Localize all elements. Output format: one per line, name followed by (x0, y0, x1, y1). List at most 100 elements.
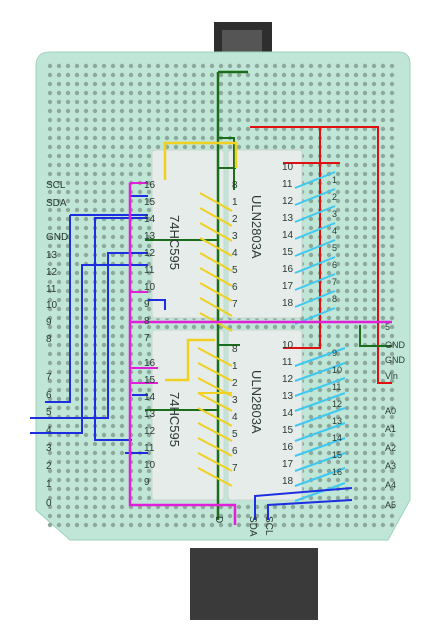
pad-hole (245, 108, 251, 114)
pad-hole (65, 468, 71, 474)
pad-hole (47, 495, 53, 501)
pad-hole (344, 306, 350, 312)
pad-hole (308, 351, 314, 357)
wire-yellow (197, 422, 233, 442)
pad-hole (182, 99, 188, 105)
bottom-label: D (213, 516, 224, 523)
pad-hole (146, 441, 152, 447)
wire-cyan (294, 452, 346, 472)
wire-blue (94, 217, 148, 441)
wire-yellow (199, 207, 233, 227)
pad-hole (353, 306, 359, 312)
pad-hole (335, 495, 341, 501)
output-label: 14 (332, 433, 342, 443)
pad-hole (146, 126, 152, 132)
pad-hole (164, 513, 170, 519)
pad-hole (389, 315, 395, 321)
pad-hole (92, 450, 98, 456)
pad-hole (146, 459, 152, 465)
pad-hole (110, 198, 116, 204)
pad-hole (371, 477, 377, 483)
pad-hole (371, 369, 377, 375)
pad-hole (146, 495, 152, 501)
pad-hole (209, 513, 215, 519)
pad-hole (56, 63, 62, 69)
pad-hole (362, 288, 368, 294)
pad-hole (353, 216, 359, 222)
pad-hole (371, 135, 377, 141)
pad-hole (83, 513, 89, 519)
wire-yellow (197, 347, 233, 367)
pad-hole (389, 288, 395, 294)
pad-hole (164, 99, 170, 105)
pad-hole (146, 63, 152, 69)
pad-hole (362, 180, 368, 186)
pad-hole (83, 468, 89, 474)
pad-hole (74, 333, 80, 339)
pad-hole (137, 405, 143, 411)
pad-hole (47, 216, 53, 222)
pad-hole (74, 396, 80, 402)
pad-hole (263, 63, 269, 69)
pad-hole (83, 279, 89, 285)
pad-hole (146, 108, 152, 114)
pad-hole (317, 432, 323, 438)
pad-hole (146, 333, 152, 339)
pad-hole (200, 324, 206, 330)
pad-hole (182, 90, 188, 96)
pad-hole (308, 378, 314, 384)
pad-hole (335, 189, 341, 195)
pad-hole (137, 153, 143, 159)
pad-hole (308, 144, 314, 150)
pad-hole (92, 522, 98, 528)
pad-hole (101, 207, 107, 213)
pad-hole (281, 72, 287, 78)
pad-hole (254, 99, 260, 105)
pad-hole (326, 135, 332, 141)
pad-hole (74, 441, 80, 447)
pad-hole (362, 252, 368, 258)
pad-hole (74, 252, 80, 258)
pad-hole (326, 324, 332, 330)
pad-hole (74, 171, 80, 177)
pad-hole (74, 225, 80, 231)
pad-hole (362, 360, 368, 366)
pad-hole (380, 126, 386, 132)
pin-number: 12 (144, 248, 156, 259)
pad-hole (371, 360, 377, 366)
pad-hole (56, 90, 62, 96)
pad-hole (389, 441, 395, 447)
pad-hole (380, 459, 386, 465)
pad-hole (119, 315, 125, 321)
pad-hole (56, 234, 62, 240)
pad-hole (335, 144, 341, 150)
pad-hole (344, 297, 350, 303)
pad-hole (254, 522, 260, 528)
pad-hole (272, 504, 278, 510)
pad-hole (317, 477, 323, 483)
pad-hole (263, 522, 269, 528)
pad-hole (137, 279, 143, 285)
pad-hole (65, 504, 71, 510)
pad-hole (335, 81, 341, 87)
pad-hole (362, 243, 368, 249)
pad-hole (65, 189, 71, 195)
pad-hole (101, 468, 107, 474)
pad-hole (362, 513, 368, 519)
pad-hole (146, 369, 152, 375)
output-label: 1 (332, 175, 337, 185)
pad-hole (119, 468, 125, 474)
left-header-label: 5 (46, 407, 52, 418)
pad-hole (362, 378, 368, 384)
pad-hole (65, 117, 71, 123)
pad-hole (74, 189, 80, 195)
pad-hole (380, 513, 386, 519)
chip-name: 74HC595 (167, 392, 182, 447)
pad-hole (137, 99, 143, 105)
wire-yellow (197, 467, 233, 487)
pad-hole (362, 189, 368, 195)
pad-hole (308, 450, 314, 456)
pad-hole (164, 126, 170, 132)
pad-hole (47, 189, 53, 195)
pad-hole (83, 477, 89, 483)
